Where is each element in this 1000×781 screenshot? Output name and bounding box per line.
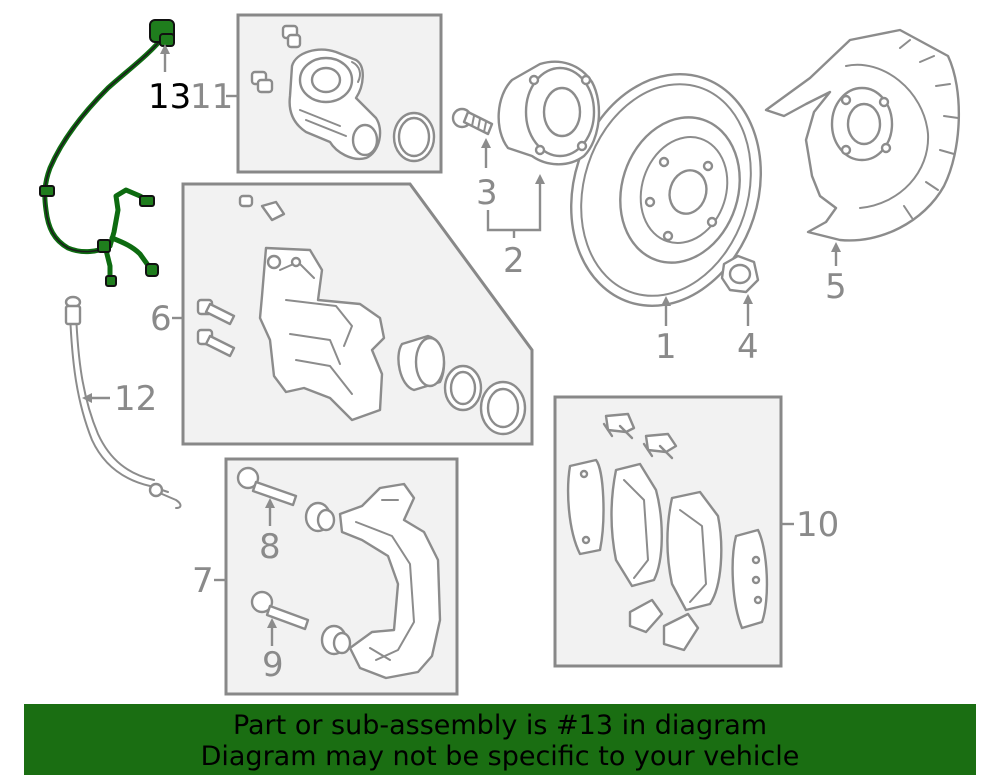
wheel-speed-sensor-harness <box>39 19 175 287</box>
parts-diagram: 13 11 3 2 1 4 5 6 12 7 8 9 10 <box>39 13 960 696</box>
wheel-hub <box>497 60 601 166</box>
piston <box>397 334 446 392</box>
bracket-group-box <box>224 457 459 696</box>
callout-leaders <box>82 44 841 646</box>
callout-3: 3 <box>476 173 498 213</box>
axle-nut <box>720 254 760 294</box>
callout-4: 4 <box>737 327 759 367</box>
callout-12: 12 <box>114 379 157 419</box>
callout-13: 13 <box>148 77 191 117</box>
callout-11: 11 <box>190 77 233 117</box>
notice-line-1: Part or sub-assembly is #13 in diagram <box>232 710 768 741</box>
notice-banner: Part or sub-assembly is #13 in diagram D… <box>24 704 976 775</box>
brake-rotor <box>570 73 762 307</box>
notice-line-2: Diagram may not be specific to your vehi… <box>200 741 800 772</box>
callout-10: 10 <box>796 505 839 545</box>
actuator-group-box <box>236 13 443 174</box>
pads-group-box <box>553 395 783 668</box>
callout-1: 1 <box>655 327 677 367</box>
callout-8: 8 <box>259 527 281 567</box>
caliper-bracket <box>338 482 442 680</box>
hub-bolt <box>451 107 494 136</box>
caliper-housing <box>258 246 386 422</box>
actuator-motor <box>288 48 382 161</box>
dust-shield <box>764 28 960 242</box>
brake-hose <box>64 295 182 509</box>
callout-6: 6 <box>150 299 172 339</box>
callout-7: 7 <box>192 561 214 601</box>
callout-2: 2 <box>503 241 525 281</box>
callout-9: 9 <box>262 645 284 685</box>
callout-5: 5 <box>825 267 847 307</box>
caliper-group-box <box>181 182 534 446</box>
